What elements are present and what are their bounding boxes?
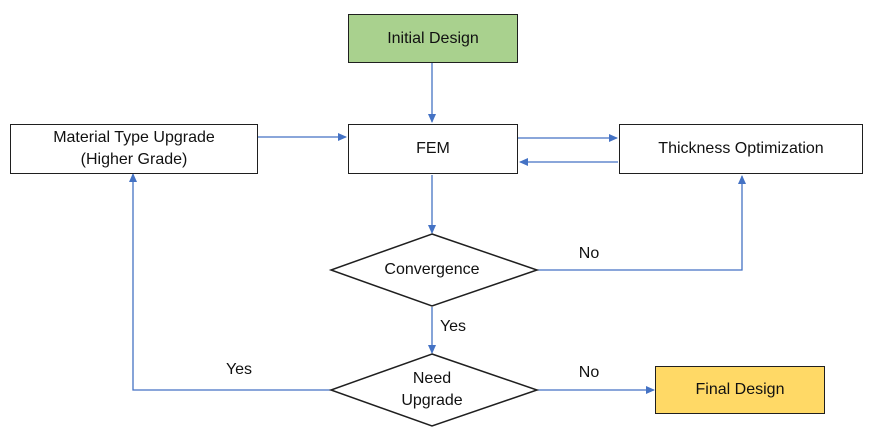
fem-node: FEM xyxy=(348,124,518,174)
material-upgrade-node: Material Type Upgrade (Higher Grade) xyxy=(10,124,258,174)
convergence-label: Convergence xyxy=(384,261,480,278)
arrow-convergence-no-to-thickness xyxy=(537,175,746,271)
thickness-optimization-label: Thickness Optimization xyxy=(658,140,824,157)
upgrade-yes-label: Yes xyxy=(225,361,253,378)
initial-design-label: Initial Design xyxy=(387,29,479,47)
final-design-label: Final Design xyxy=(695,381,785,398)
upgrade-no-label: No xyxy=(578,364,600,381)
convergence-yes-label: Yes xyxy=(439,318,467,335)
material-upgrade-label-line1: Material Type Upgrade xyxy=(53,129,215,146)
final-design-node: Final Design xyxy=(655,366,825,414)
initial-design-node: Initial Design xyxy=(348,14,518,63)
thickness-optimization-node: Thickness Optimization xyxy=(619,124,863,174)
need-upgrade-label: Need Upgrade xyxy=(372,368,492,412)
arrow-upgrade-yes-to-material xyxy=(129,173,331,391)
need-upgrade-label-line1: Need xyxy=(412,370,452,387)
need-upgrade-label-line2: Upgrade xyxy=(401,392,463,409)
fem-label: FEM xyxy=(416,140,450,157)
convergence-diamond xyxy=(328,233,540,307)
need-upgrade-diamond xyxy=(328,353,540,427)
convergence-no-label: No xyxy=(578,245,600,262)
material-upgrade-label-line2: (Higher Grade) xyxy=(80,151,188,168)
